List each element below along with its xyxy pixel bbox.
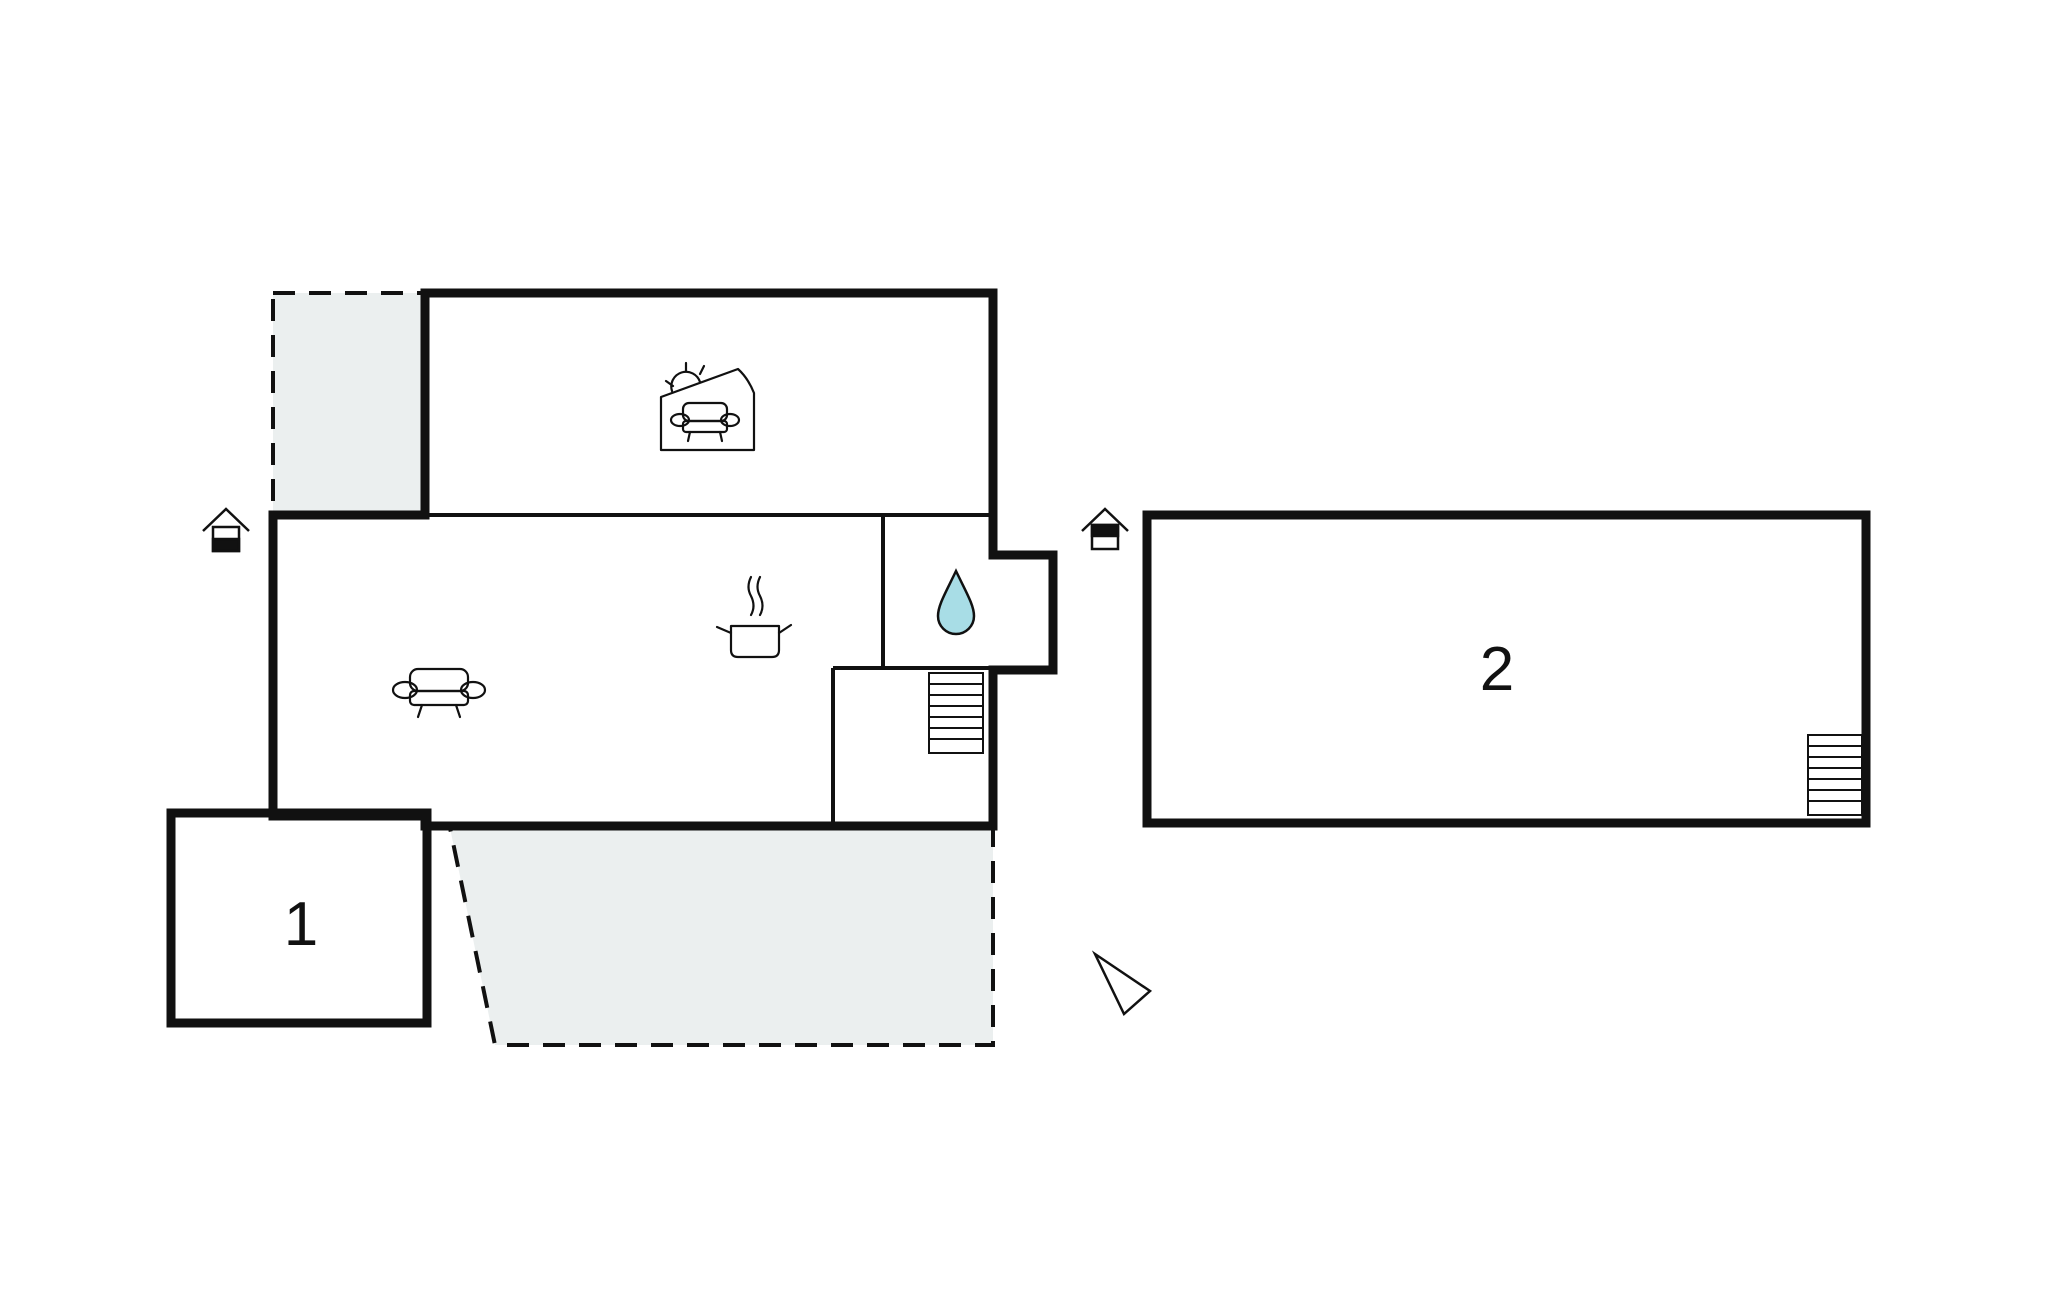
main-house-wall [268,288,1058,831]
annex-2-wall [1142,510,1871,828]
terrace-bottom [447,826,995,1047]
annex-1-label: 1 [284,890,318,959]
stairs-icon [928,672,984,754]
sun-room-icon [659,361,756,452]
annex-1-wall [166,808,432,1028]
entrance-house-icon [202,507,250,553]
water-drop-icon [936,568,976,636]
kitchen-pot-icon [715,575,793,659]
terrace-top-left [271,291,427,517]
north-arrow-icon [1091,950,1153,1017]
sofa-icon [391,667,487,719]
stairs-icon-annex-2 [1807,734,1863,816]
annex-2-label: 2 [1480,635,1514,704]
entrance-house-icon-annex-2 [1081,507,1129,551]
